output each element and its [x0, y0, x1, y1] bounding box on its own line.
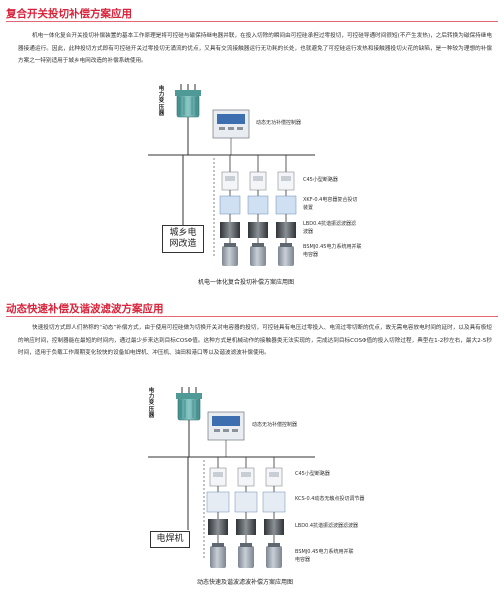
breaker-1-label: C45小型断路器 [303, 177, 338, 183]
section1-title-rule [6, 21, 498, 22]
controller-2 [207, 411, 245, 441]
switch-2-label: KCS-0.4动态无触点投切调节器 [295, 496, 365, 502]
controller-1-label: 动态无功补偿控制器 [256, 120, 302, 126]
reactor-1-label: LBD0.4抗谐振滤波器滤波器 [303, 221, 357, 235]
diagram1 [148, 84, 315, 266]
section2-title: 动态快速补偿及谐波滤波方案应用 [6, 303, 164, 315]
transformer-1-label: 电力变压器 [158, 86, 165, 117]
transformer-2-label: 电力变压器 [148, 388, 155, 419]
capacitor-2-label: BSMJ0.45电力系统用并联电容器 [295, 549, 354, 563]
load-1-label: 城乡电网改造 [162, 225, 204, 253]
transformer-1 [175, 84, 201, 118]
transformer-2 [176, 387, 202, 421]
branch-columns-1 [213, 155, 297, 266]
section2-title-rule [6, 316, 498, 317]
diagram2-caption: 动态快速及谐波滤波补偿方案应用图 [197, 579, 294, 586]
section2-paragraph: 快速投切方式即人们熟称的“动态”补偿方式，由于使用可控硅做为切换开关对电容器的投… [18, 325, 492, 357]
diagram1-caption: 机电一体化复合投切补偿方案应用图 [198, 279, 295, 286]
capacitor-1-label: BSMJ0.45电力系统用并联电容器 [303, 244, 362, 258]
controller-2-label: 动态无功补偿控制器 [252, 422, 298, 428]
reactor-2-label: LBD0.4抗谐振滤波器滤波器 [295, 523, 359, 529]
breaker-2-label: C45小型断路器 [295, 471, 330, 477]
load-2-label: 电焊机 [150, 531, 190, 548]
branch-columns-2 [203, 457, 286, 568]
controller-1 [212, 109, 250, 139]
section1-paragraph: 机电一体化复合开关投切补偿装置的基本工作原理是将可控硅与磁保持继电器并联，在投入… [18, 33, 492, 65]
switch-1-label: XKF-0.4电容器复合投切装置 [303, 197, 358, 211]
section1-title: 复合开关投切补偿方案应用 [6, 8, 132, 20]
diagram2 [148, 387, 315, 568]
